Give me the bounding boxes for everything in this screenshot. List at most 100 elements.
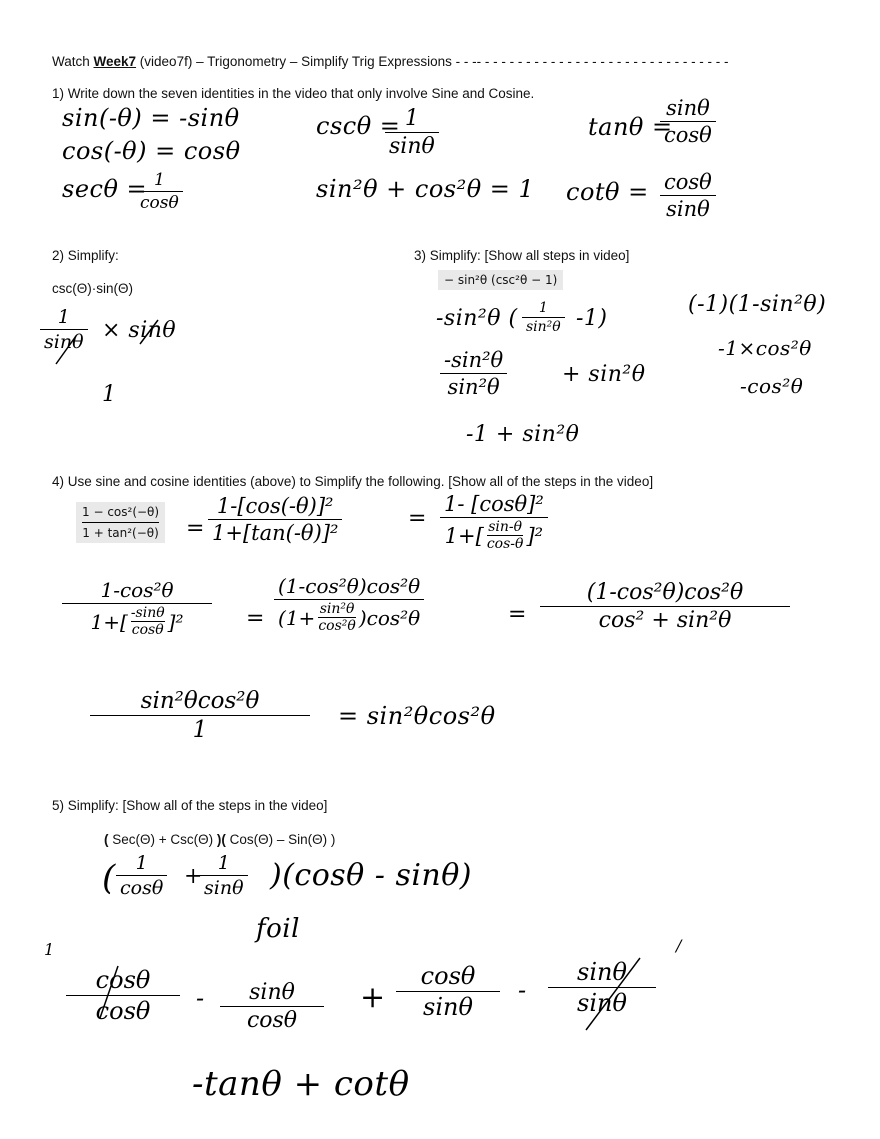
q4-step5-frac: (1-cos²θ)cos²θ cos² + sin²θ (540, 580, 790, 633)
q4-printed-fraction: 1 − cos²(−θ) 1 + tan²(−θ) (76, 502, 166, 543)
q1-csc-num: 1 (404, 106, 419, 131)
fraction-bar (220, 1006, 324, 1007)
q3-step1-num: 1 (538, 300, 548, 316)
fraction-bar (208, 519, 343, 520)
q4-step3-inner-den: cosθ (131, 622, 164, 638)
q4-step4-den: (1+ sin²θ cos²θ )cos²θ (274, 601, 424, 634)
q5-cancel-t4 (585, 957, 641, 1031)
q5-cancel-t1 (99, 965, 119, 1019)
q4-step2-inner-num: sin-θ (488, 519, 523, 535)
fraction-bar (62, 603, 212, 604)
q4-step3-inner-frac: -sinθ cosθ (130, 605, 165, 638)
q4-step2-inner-den: cos-θ (486, 536, 524, 552)
q1-identity-cot-frac: cosθ sinθ (660, 170, 716, 221)
q5-tick-right: / (676, 936, 682, 955)
q4-step2-frac: 1- [cosθ]² 1+[ sin-θ cos-θ ]² (440, 492, 548, 552)
q1-identity-csc-lhs: cscθ = (316, 112, 401, 140)
q5-tick-left: 1 (44, 940, 55, 959)
q1-prompt: 1) Write down the seven identities in th… (52, 86, 535, 101)
q1-csc-den: sinθ (389, 134, 435, 159)
q4-eq4: = (508, 602, 527, 627)
q2-work-times: × sinθ (102, 318, 177, 343)
q5-w1-close: )(cosθ - sinθ) (270, 858, 473, 893)
q5-expr-cos-sin: Cos(Θ) – Sin(Θ) ) (229, 832, 336, 847)
q4-printed-den: 1 + tan²(−θ) (82, 526, 159, 540)
q5-term2-den: cosθ (246, 1008, 298, 1033)
q4-step3-num: 1-cos²θ (100, 578, 174, 602)
q1-identity-tan-frac: sinθ cosθ (660, 96, 716, 147)
q4-prompt: 4) Use sine and cosine identities (above… (52, 474, 654, 489)
q4-step6-result: = sin²θcos²θ (338, 702, 496, 730)
q4-step6-num: sin²θcos²θ (140, 688, 260, 714)
q1-cot-num: cosθ (664, 170, 712, 194)
q1-identity-sin-neg: sin(-θ) = -sinθ (62, 104, 240, 132)
q4-step4-inner-num: sin²θ (319, 601, 355, 617)
q5-w1-plus: + (184, 864, 203, 889)
q5-minus2: - (518, 976, 527, 1004)
q5-expr-open: ( (104, 832, 113, 847)
q4-step6-frac: sin²θcos²θ 1 (90, 688, 310, 743)
q5-w1-den1: cosθ (120, 877, 164, 899)
fraction-bar (318, 617, 356, 618)
q1-identity-sec-frac: 1 cosθ (136, 170, 183, 213)
q2-cancel-den (55, 335, 77, 365)
q4-eq1: = (186, 516, 205, 541)
header-title: (video7f) – Trigonometry – Simplify Trig… (136, 54, 456, 69)
q4-step4-inner-den: cos²θ (318, 618, 356, 634)
q3-step1-a: -sin²θ ( (436, 306, 518, 331)
page-header: Watch Week7 (video7f) – Trigonometry – S… (52, 54, 729, 69)
fraction-bar (385, 132, 439, 133)
q4-step3-frac: 1-cos²θ 1+[ -sinθ cosθ ]² (62, 578, 212, 638)
q3-alt3: -cos²θ (740, 374, 804, 398)
q4-step2-den-a: 1+[ (444, 523, 484, 548)
q4-step2-den: 1+[ sin-θ cos-θ ]² (441, 519, 547, 552)
q5-term2: sinθ cosθ (220, 980, 324, 1033)
q3-step2-frac: -sin²θ sin²θ (440, 348, 508, 399)
q3-alt1: (-1)(1-sin²θ) (688, 292, 827, 317)
q5-w1-frac1: 1 cosθ (116, 852, 168, 899)
q1-identity-pythag: sin²θ + cos²θ = 1 (316, 175, 535, 203)
q1-identity-sec-lhs: secθ = (62, 175, 148, 203)
q4-step1-frac: 1-[cos(-θ)]² 1+[tan(-θ)]² (208, 494, 343, 545)
q2-work-den: sinθ (44, 331, 84, 353)
q5-term1: cosθ cosθ (66, 966, 180, 1025)
q5-term2-num: sinθ (249, 980, 295, 1005)
q4-step3-den: 1+[ -sinθ cosθ ]² (87, 605, 188, 638)
q4-step6-den: 1 (192, 717, 208, 743)
q4-step1-num: 1-[cos(-θ)]² (216, 494, 334, 518)
q4-step5-den: cos² + sin²θ (598, 608, 732, 633)
q4-step4-den-b: )cos²θ (358, 605, 421, 630)
fraction-bar (396, 991, 500, 992)
q5-term3-num: cosθ (420, 962, 476, 990)
fraction-bar (274, 599, 425, 600)
q5-foil: foil (256, 914, 300, 944)
q2-cancel-num (139, 319, 159, 345)
fraction-bar (540, 606, 790, 607)
q4-step4-num: (1-cos²θ)cos²θ (278, 574, 421, 598)
q3-step2-den: sin²θ (447, 375, 500, 399)
fraction-bar (82, 522, 160, 523)
fraction-bar (200, 875, 248, 876)
q1-identity-cos-neg: cos(-θ) = cosθ (62, 137, 241, 165)
q3-step1-frac: 1 sin²θ (522, 300, 565, 335)
q5-expression: ( Sec(Θ) + Csc(Θ) )( Cos(Θ) – Sin(Θ) ) (104, 832, 335, 847)
q1-cot-den: sinθ (666, 197, 710, 221)
q3-step2-num: -sin²θ (444, 348, 504, 372)
fraction-bar (660, 121, 716, 122)
header-week: Week7 (93, 54, 137, 69)
q4-step2-inner-frac: sin-θ cos-θ (486, 519, 524, 552)
q1-tan-den: cosθ (664, 123, 712, 147)
q1-identity-tan-lhs: tanθ = (588, 113, 673, 141)
q5-w1-num1: 1 (135, 852, 148, 874)
q4-printed-num: 1 − cos²(−θ) (82, 505, 160, 519)
fraction-bar (440, 517, 548, 518)
q3-alt2: -1×cos²θ (718, 336, 812, 360)
q4-step1-den: 1+[tan(-θ)]² (212, 521, 339, 545)
q5-term3: cosθ sinθ (396, 962, 500, 1021)
q5-term4: sinθ sinθ (548, 958, 656, 1017)
fraction-bar (660, 195, 716, 196)
q5-w1-frac2: 1 sinθ (200, 852, 248, 899)
q3-prompt: 3) Simplify: [Show all steps in video] (414, 248, 630, 263)
q5-prompt: 5) Simplify: [Show all of the steps in t… (52, 798, 328, 813)
q5-term4-den: sinθ (577, 989, 627, 1017)
